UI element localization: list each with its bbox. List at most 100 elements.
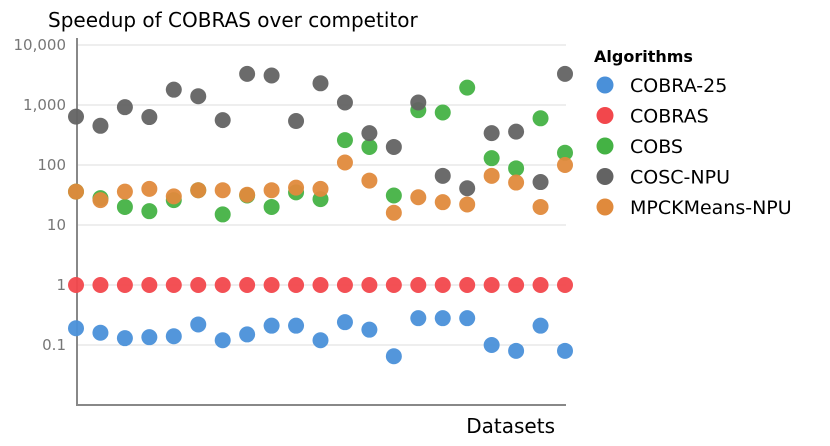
data-point	[116, 330, 133, 347]
data-point	[92, 117, 109, 134]
legend-swatch	[596, 137, 614, 155]
data-point	[532, 198, 549, 215]
legend-item: COBRA-25	[596, 75, 727, 97]
data-point	[385, 277, 402, 293]
data-point	[410, 310, 427, 327]
data-point	[336, 314, 353, 331]
data-point	[239, 186, 256, 203]
data-point	[141, 203, 158, 220]
data-point	[483, 150, 500, 167]
data-point	[336, 94, 353, 111]
data-point	[312, 277, 329, 293]
data-point	[483, 277, 500, 293]
chart-title: Speedup of COBRAS over competitor	[48, 8, 418, 32]
data-point	[288, 113, 305, 130]
data-point	[263, 277, 280, 293]
data-point	[459, 196, 476, 213]
data-point	[459, 310, 476, 327]
data-point	[508, 174, 525, 191]
data-point	[116, 183, 133, 200]
data-point	[459, 180, 476, 197]
data-point	[336, 277, 353, 293]
data-point	[434, 104, 451, 121]
data-point	[312, 332, 329, 349]
series-cosc-npu	[68, 65, 573, 197]
data-point	[288, 179, 305, 196]
data-point	[141, 277, 158, 293]
data-point	[508, 160, 525, 177]
legend-label: COSC-NPU	[630, 167, 730, 189]
data-point	[165, 81, 182, 98]
data-point	[483, 337, 500, 353]
data-point	[116, 198, 133, 215]
data-points	[68, 65, 573, 365]
data-point	[92, 324, 109, 341]
data-point	[239, 326, 256, 343]
data-point	[336, 132, 353, 149]
data-point	[434, 194, 451, 211]
data-point	[190, 277, 207, 293]
data-point	[312, 75, 329, 92]
data-point	[459, 79, 476, 96]
data-point	[361, 172, 378, 189]
data-point	[459, 277, 476, 293]
data-point	[190, 316, 207, 333]
data-point	[68, 277, 84, 293]
data-point	[214, 277, 231, 293]
data-point	[410, 189, 427, 206]
data-point	[508, 342, 525, 359]
data-point	[508, 277, 525, 293]
data-point	[165, 277, 182, 293]
data-point	[361, 125, 378, 142]
legend-item: COSC-NPU	[596, 167, 730, 189]
data-point	[385, 187, 402, 204]
data-point	[410, 277, 427, 293]
data-point	[557, 157, 573, 173]
legend-item: MPCKMeans-NPU	[596, 197, 792, 219]
series-cobra-25	[68, 310, 573, 365]
data-point	[214, 182, 231, 199]
data-point	[263, 317, 280, 334]
data-point	[214, 112, 231, 129]
legend-item: COBS	[596, 136, 683, 158]
data-point	[532, 277, 549, 293]
legend-label: MPCKMeans-NPU	[630, 197, 792, 219]
data-point	[557, 277, 573, 293]
legend-title: Algorithms	[594, 47, 693, 66]
data-point	[239, 277, 256, 293]
y-tick-label: 10	[47, 216, 66, 234]
data-point	[116, 99, 133, 116]
data-point	[557, 65, 573, 82]
legend-label: COBRAS	[630, 106, 709, 128]
data-point	[434, 167, 451, 184]
data-point	[385, 348, 402, 365]
x-axis-label: Datasets	[466, 414, 555, 438]
data-point	[214, 332, 231, 349]
series-cobs	[68, 79, 573, 223]
legend-label: COBS	[630, 136, 683, 158]
legend-item: COBRAS	[596, 106, 709, 128]
data-point	[68, 108, 84, 125]
data-point	[165, 188, 182, 205]
series-cobras	[68, 277, 573, 293]
data-point	[557, 144, 573, 161]
y-tick-label: 100	[37, 156, 66, 174]
data-point	[361, 138, 378, 155]
data-point	[190, 88, 207, 105]
y-tick-label: 10,000	[14, 36, 67, 54]
data-point	[288, 277, 305, 293]
data-point	[68, 320, 84, 337]
legend-swatch	[596, 107, 614, 124]
data-point	[410, 94, 427, 111]
data-point	[141, 180, 158, 197]
data-point	[141, 329, 158, 346]
data-point	[557, 342, 573, 359]
legend-swatch	[596, 198, 614, 216]
legend-label: COBRA-25	[630, 75, 727, 97]
y-tick-label: 0.1	[42, 336, 66, 354]
data-point	[92, 192, 109, 209]
data-point	[92, 277, 109, 293]
data-point	[434, 277, 451, 293]
